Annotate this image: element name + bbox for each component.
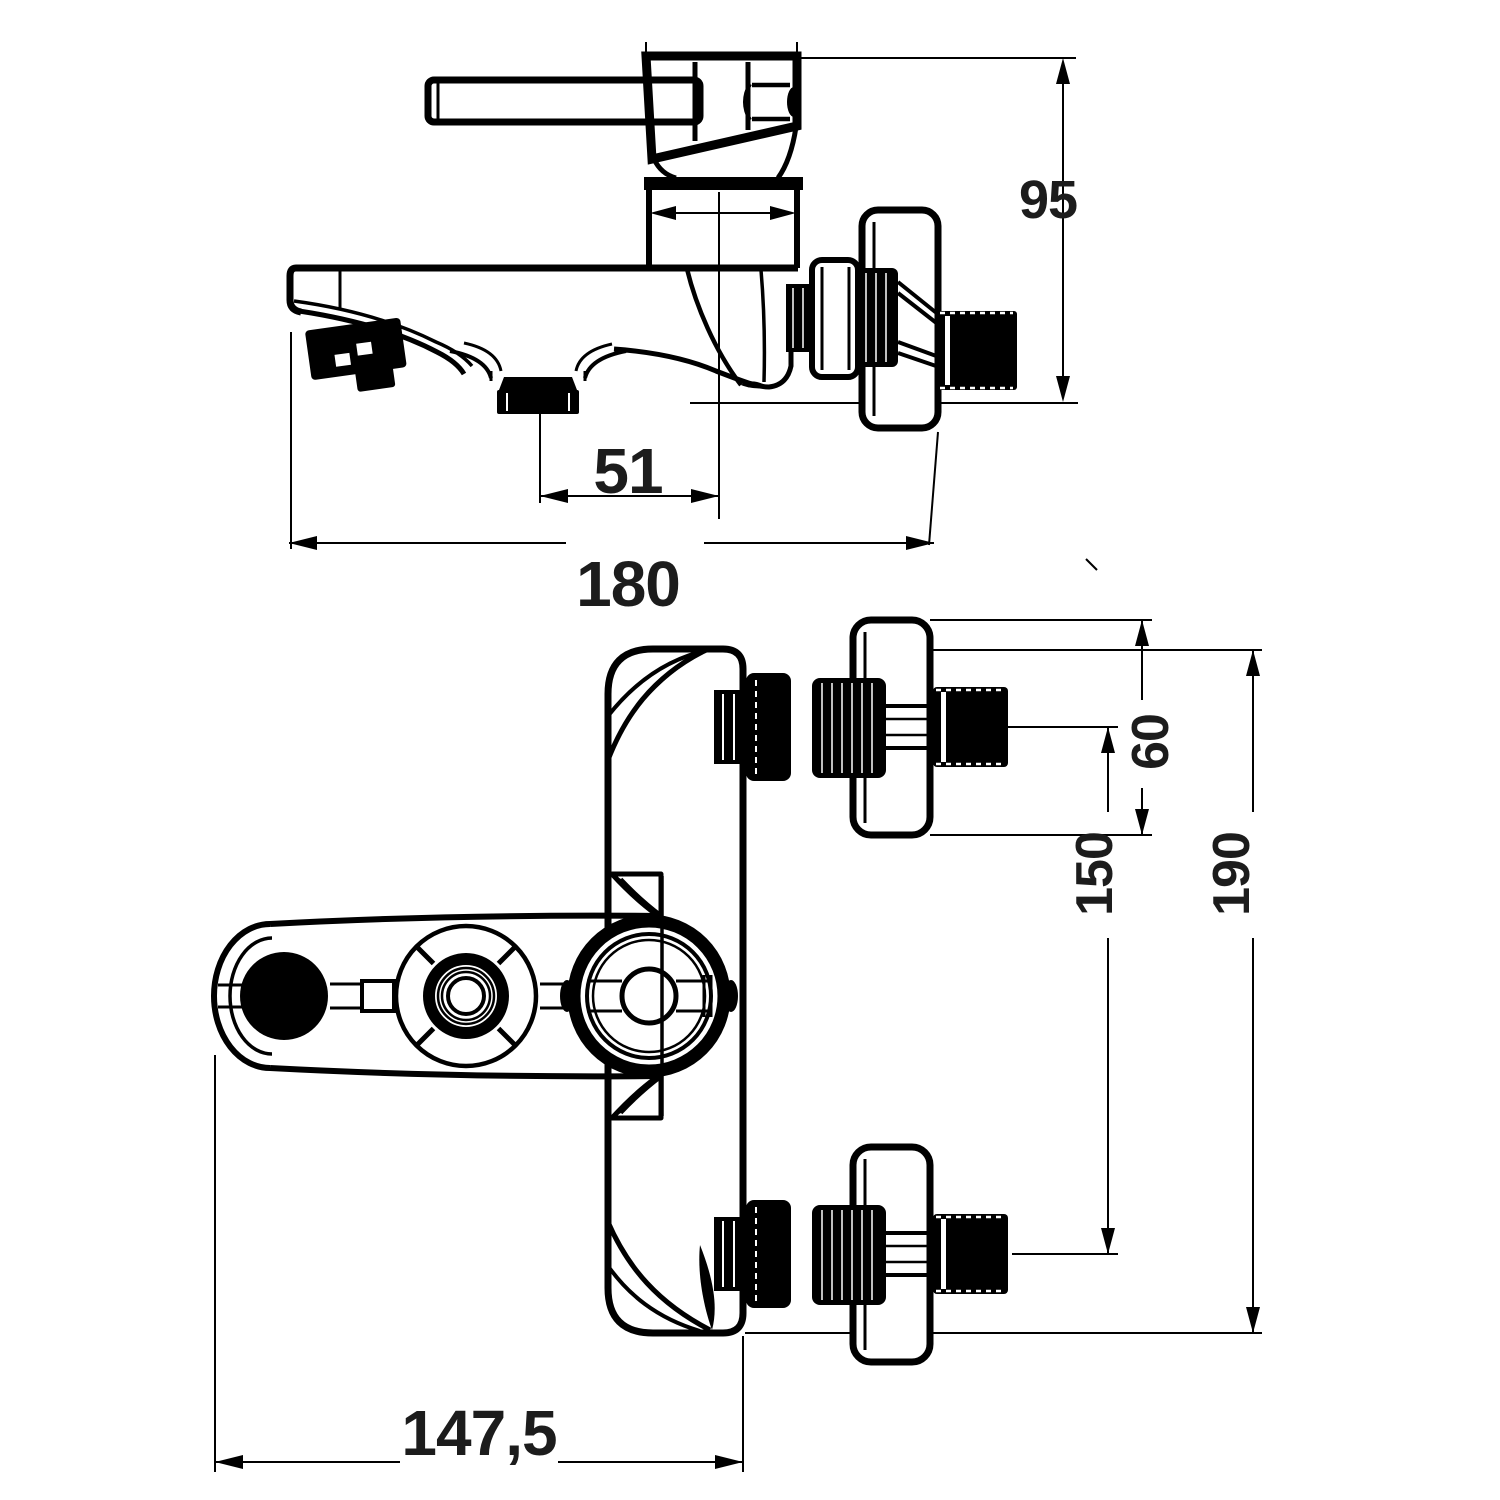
shower-outlet bbox=[497, 377, 579, 414]
dim-190-label: 190 bbox=[1203, 832, 1261, 916]
dim-180: 180 bbox=[289, 332, 939, 620]
side-view: 95 51 180 bbox=[286, 42, 1098, 620]
dim-150-label: 150 bbox=[1066, 832, 1124, 916]
wall-union-bottom bbox=[714, 1143, 1008, 1366]
spout-outlet-circle bbox=[240, 952, 328, 1040]
dim-147-5: 147,5 bbox=[214, 1055, 744, 1472]
dim-150: 150 bbox=[1066, 727, 1124, 1254]
plan-extension-lines bbox=[745, 619, 1262, 1334]
wall-union-top bbox=[714, 616, 1008, 839]
dim-190: 190 bbox=[1203, 650, 1261, 1333]
handle-base-circle bbox=[560, 876, 738, 1116]
spout-arm bbox=[211, 912, 663, 1080]
cartridge-housing bbox=[641, 42, 802, 181]
dim-147-5-label: 147,5 bbox=[401, 1397, 556, 1469]
plan-view: 60 150 190 147,5 bbox=[211, 616, 1262, 1472]
mixer-body-column bbox=[644, 177, 803, 519]
set-screw-icon bbox=[787, 87, 801, 117]
male-thread-bottom bbox=[933, 1214, 1008, 1294]
wall-union-side bbox=[786, 206, 1017, 432]
plan-body bbox=[604, 645, 747, 1337]
dim-180-label: 180 bbox=[576, 548, 680, 620]
diverter-knob bbox=[393, 923, 539, 1069]
spout bbox=[286, 264, 798, 390]
dim-51-label: 51 bbox=[593, 435, 662, 507]
male-thread-top bbox=[933, 687, 1008, 767]
dim-60-label: 60 bbox=[1122, 714, 1180, 770]
handshower-bracket bbox=[305, 317, 407, 392]
stray-tick bbox=[1085, 558, 1098, 571]
dim-95: 95 bbox=[1019, 58, 1078, 402]
eccentric-side bbox=[857, 268, 898, 367]
dim-60: 60 bbox=[1122, 620, 1180, 835]
male-thread-side bbox=[938, 311, 1017, 390]
dim-51: 51 bbox=[539, 414, 719, 507]
dim-95-label: 95 bbox=[1019, 170, 1077, 230]
